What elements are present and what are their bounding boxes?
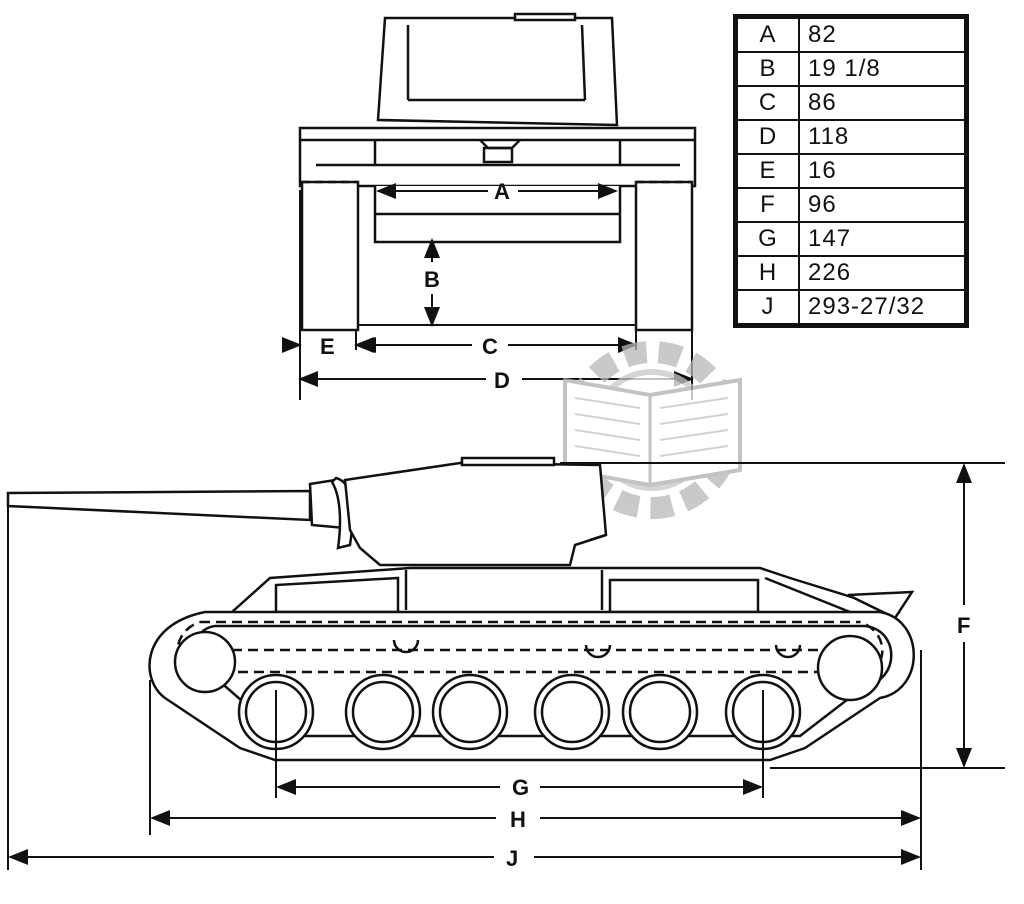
- label-a: A: [494, 179, 510, 204]
- dimension-value: 86: [798, 85, 966, 121]
- road-wheels: [237, 673, 802, 751]
- dimension-key: C: [736, 85, 800, 121]
- label-h: H: [510, 807, 526, 832]
- dimension-labels: A B C E D F G H J: [320, 179, 970, 871]
- label-b: B: [424, 267, 440, 292]
- dimension-key: A: [736, 17, 800, 53]
- dimension-value: 16: [798, 153, 966, 189]
- front-hull: [298, 126, 697, 188]
- dimension-value: 82: [798, 17, 966, 53]
- label-c: C: [482, 334, 498, 359]
- dimension-value: 147: [798, 221, 966, 257]
- dimension-key: E: [736, 153, 800, 189]
- label-e: E: [320, 334, 335, 359]
- front-right-track: [634, 180, 694, 332]
- dimension-key: F: [736, 187, 800, 223]
- side-turret: [343, 461, 608, 567]
- dimension-value: 19 1/8: [798, 51, 966, 87]
- idler-wheel: [173, 630, 237, 694]
- watermark-logo: [563, 341, 742, 519]
- gun-barrel: [6, 489, 312, 522]
- side-dimensions: [7, 462, 1005, 870]
- side-view: [6, 456, 915, 762]
- dimension-value: 226: [798, 255, 966, 291]
- drive-sprocket: [816, 634, 884, 702]
- label-g: G: [512, 775, 529, 800]
- dimension-key: J: [736, 289, 800, 325]
- label-d: D: [494, 368, 510, 393]
- front-turret: [376, 16, 619, 127]
- front-view: [298, 12, 697, 400]
- label-f: F: [957, 613, 970, 638]
- dimension-value: 118: [798, 119, 966, 155]
- label-j: J: [506, 846, 518, 871]
- dimension-key: D: [736, 119, 800, 155]
- side-track: [148, 610, 915, 762]
- dimension-key: H: [736, 255, 800, 291]
- dimension-key: G: [736, 221, 800, 257]
- dimension-key: B: [736, 51, 800, 87]
- dimension-value: 293-27/32: [798, 289, 966, 325]
- front-left-track: [300, 180, 360, 332]
- dimension-value: 96: [798, 187, 966, 223]
